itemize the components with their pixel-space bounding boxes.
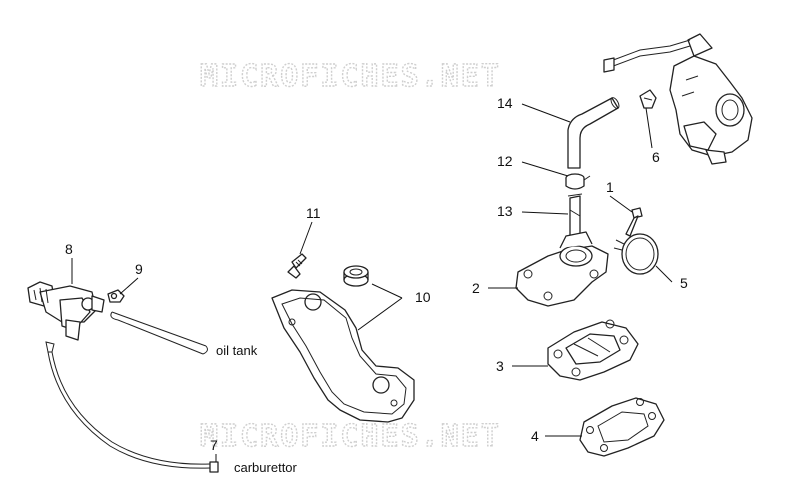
- callout-13: 13: [497, 203, 513, 219]
- part-1-screw: [625, 207, 643, 237]
- part-12-clamp: [565, 173, 591, 190]
- callout-12: 12: [497, 153, 513, 169]
- callout-9: 9: [135, 261, 143, 277]
- callout-2: 2: [472, 280, 480, 296]
- part-10-grommet: [343, 265, 369, 287]
- carburettor-body: [603, 33, 753, 165]
- part-2-intake-manifold: [515, 231, 609, 307]
- leader-lines: [71, 103, 673, 462]
- callout-11: 11: [306, 205, 321, 221]
- part-5-ring: [613, 233, 659, 275]
- carburettor-feed-line: [45, 341, 219, 473]
- oil-tank-label: oil tank: [216, 343, 258, 358]
- callout-6: 6: [652, 149, 660, 165]
- part-11-screw: [287, 253, 307, 279]
- callout-14: 14: [497, 95, 513, 111]
- callout-4: 4: [531, 428, 539, 444]
- callout-7: 7: [210, 437, 218, 453]
- callout-8: 8: [65, 241, 73, 257]
- part-4-gasket: [579, 397, 665, 457]
- part-9-fitting: [107, 289, 125, 303]
- callout-1: 1: [606, 179, 614, 195]
- part-13-tube: [567, 193, 583, 237]
- part-10-cover: [271, 289, 415, 423]
- part-6-clip: [639, 89, 657, 109]
- carburettor-label: carburettor: [234, 460, 298, 475]
- callout-10: 10: [415, 289, 431, 305]
- part-14-hose: [567, 97, 620, 169]
- part-8-oil-pump: [27, 281, 105, 341]
- watermark-top: MICROFICHES.NET: [200, 59, 501, 94]
- oil-tank-hose: [110, 311, 208, 355]
- callout-3: 3: [496, 358, 504, 374]
- watermark-bottom: MICROFICHES.NET: [200, 419, 501, 454]
- callout-5: 5: [680, 275, 688, 291]
- part-3-reed-valve: [547, 319, 639, 381]
